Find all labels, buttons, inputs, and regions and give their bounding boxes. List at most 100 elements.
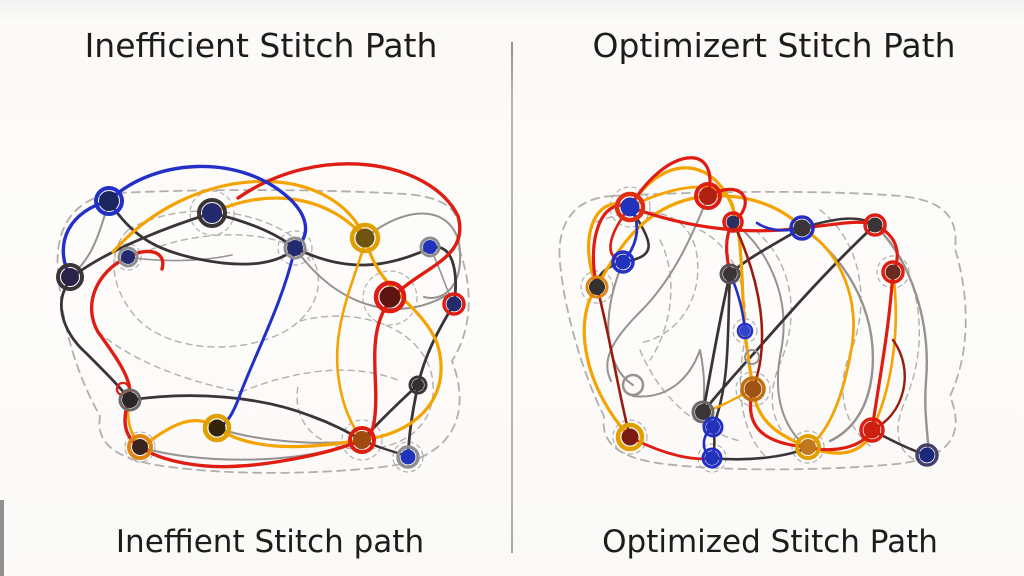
right-panel-title: Optimizert Stitch Path <box>592 26 956 65</box>
stitch-node-core <box>446 296 462 312</box>
stitch-node-ring <box>118 388 142 412</box>
stitch-node-core <box>121 250 135 264</box>
thread-orange <box>335 238 368 442</box>
stitch-point-dashed-ring <box>341 419 383 461</box>
thread-orange <box>870 270 898 432</box>
thread-orange <box>210 196 368 242</box>
thread-dark <box>60 211 214 402</box>
stitch-node-core <box>122 392 138 408</box>
guide-dashed-path <box>113 210 320 348</box>
left-panel-title: Inefficient Stitch Path <box>84 26 438 65</box>
stitch-node-ring <box>863 213 887 237</box>
stitch-node-core <box>723 267 737 281</box>
stitch-node-core <box>423 240 437 254</box>
stitch-node-ring <box>614 191 646 223</box>
stitch-node-core <box>699 187 717 205</box>
right-panel-drawing <box>558 156 967 473</box>
stitch-node-ring <box>56 263 84 291</box>
hoop-boundary-dashed <box>56 189 470 474</box>
stitch-node-core <box>61 268 79 286</box>
guide-dashed-path <box>240 369 401 393</box>
stitch-point-dashed-ring <box>612 419 648 455</box>
thread-gray <box>732 221 801 442</box>
stitch-point-dashed-ring <box>189 190 235 236</box>
thread-gray <box>127 254 233 262</box>
stitch-node-ring <box>881 260 905 284</box>
stitch-node-core <box>726 215 740 229</box>
stitch-node-core <box>287 240 303 256</box>
panel-divider <box>511 42 513 553</box>
stitch-node-core <box>695 404 711 420</box>
stitch-node-ring <box>348 426 376 454</box>
thread-darkred <box>595 285 632 439</box>
thread-dark <box>107 199 297 266</box>
stitch-node-core <box>589 279 605 295</box>
stitch-node-ring <box>722 211 744 233</box>
stitch-node-core <box>706 420 720 434</box>
stitch-node-ring <box>202 413 232 443</box>
thread-gray <box>294 247 448 310</box>
thread-gray <box>364 212 462 299</box>
stitch-node-ring <box>127 434 153 460</box>
stitch-node-ring <box>621 373 645 397</box>
thread-blue <box>61 164 308 279</box>
guide-dashed-path <box>296 315 434 450</box>
stitch-node-ring <box>701 447 723 469</box>
stitch-point-dashed-ring <box>392 441 424 473</box>
stitch-node-core <box>379 286 401 308</box>
thread-dark <box>701 223 877 414</box>
stitch-node-core <box>353 431 371 449</box>
guide-dashed-path <box>754 229 792 442</box>
right-panel-caption: Optimized Stitch Path <box>602 524 938 560</box>
stitch-point-dashed-ring <box>362 270 418 326</box>
thread-gray <box>800 226 875 443</box>
stitch-node-ring <box>789 215 815 241</box>
stitch-node-ring <box>349 222 381 254</box>
stitch-point-dashed-ring <box>124 431 156 463</box>
stitch-node-core <box>412 379 424 391</box>
stitch-node-ring <box>915 443 939 467</box>
stitch-node-ring <box>736 322 754 340</box>
thread-gray <box>632 349 706 413</box>
stitch-node-ring <box>396 445 420 469</box>
thread-red <box>236 162 462 442</box>
stitch-node-ring <box>719 263 741 285</box>
thread-dark <box>128 394 364 442</box>
stitch-node-ring <box>859 417 885 443</box>
stitch-node-core <box>615 254 631 270</box>
stitch-node-ring <box>197 198 227 228</box>
stitch-point-dashed-ring <box>277 230 313 266</box>
stitch-node-ring <box>283 236 307 260</box>
stitch-node-ring <box>611 250 635 274</box>
thread-orange <box>800 226 855 449</box>
stitch-node-core <box>208 419 226 437</box>
stitch-node-core <box>355 228 375 248</box>
stitch-point-dashed-ring <box>580 270 614 304</box>
stitch-node-core <box>867 217 883 233</box>
stitch-node-ring <box>585 275 609 299</box>
stitch-node-core <box>705 451 719 465</box>
thread-dark <box>711 272 732 429</box>
stitch-node-ring <box>702 416 724 438</box>
thread-darkred <box>731 220 764 391</box>
stitch-node-ring <box>740 376 766 402</box>
stitch-node-ring <box>117 246 139 268</box>
stitch-node-core <box>744 380 762 398</box>
thread-dark <box>710 445 810 461</box>
stitch-node-ring <box>419 236 441 258</box>
stitch-node-ring <box>795 434 821 460</box>
stitch-node-core <box>863 421 881 439</box>
stitch-node-core <box>621 428 639 446</box>
stitch-node-ring <box>94 186 124 216</box>
stitch-node-ring <box>694 182 722 210</box>
thread-orange <box>111 179 443 442</box>
stitch-node-core <box>99 191 119 211</box>
guide-dashed-path <box>595 211 699 344</box>
stitch-node-core <box>885 264 901 280</box>
thread-gray <box>606 195 709 382</box>
stitch-node-ring <box>744 349 760 365</box>
stitch-node-ring <box>691 400 715 424</box>
stitch-node-ring <box>373 280 407 314</box>
